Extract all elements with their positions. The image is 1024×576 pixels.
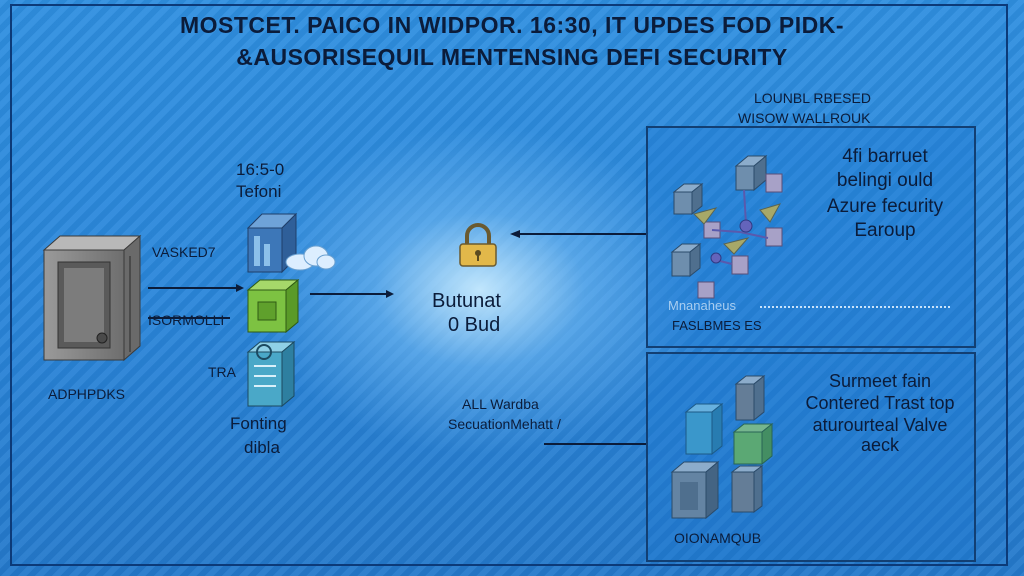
left-time-label: 16:5-0 <box>236 160 285 179</box>
center-label-line-2: 0 Bud <box>448 314 501 336</box>
panel-top-footer-1: Mnanaheus <box>668 298 736 313</box>
green-cube-icon <box>246 278 300 334</box>
title-line-1: MOSTCET. PAICO IN WIDPOR. 16:30, IT UPDE… <box>179 12 845 38</box>
vasked-label: VASKED7 <box>152 244 216 260</box>
panel-top-line-2: belingi ould <box>836 170 934 191</box>
panel-bottom-line-4: aeck <box>860 435 900 455</box>
panel-top-line-1: 4fi barruet <box>842 146 928 167</box>
left-sub-label: Tefoni <box>236 182 282 201</box>
isormolli-label: ISORMOLLI <box>148 312 225 328</box>
padlock-icon <box>459 223 497 267</box>
azure-cube-cluster-icon <box>670 154 783 299</box>
connector-arrows-left <box>148 284 394 319</box>
panel-bottom-footer: OIONAMQUB <box>674 530 762 546</box>
connector-arrow-top-panel <box>510 230 646 238</box>
panel-bottom-line-3: aturourteal Valve <box>812 415 948 435</box>
document-lock-icon <box>246 340 296 408</box>
azure-security-panel <box>646 126 976 348</box>
panel-bottom-line-1: Surmeet fain <box>828 371 932 391</box>
cloud-storage-icon <box>246 212 336 274</box>
panel-top-footer-2: FASLBMES ES <box>672 318 762 333</box>
title-line-2: &AUSORISEQUIL MENTENSING DEFI SECURITY <box>236 44 788 70</box>
panel-bottom-line-2: Contered Trast top <box>805 393 955 413</box>
diagram-frame <box>10 4 1008 566</box>
tra-label: TRA <box>208 364 236 380</box>
panel-top-line-3: Azure fecurity <box>826 196 944 217</box>
wardba-label: ALL Wardba <box>462 396 539 412</box>
secuation-label: SecuationMehatt / <box>448 416 561 432</box>
top-right-caption-line-2: WISOW WALLROUK <box>738 110 871 126</box>
center-label-line-1: Butunat <box>432 290 501 312</box>
top-right-caption-line-1: LOUNBL RBESED <box>754 90 871 106</box>
panel-top-dotted-line <box>760 306 950 308</box>
server-cube-cluster-icon <box>670 374 774 520</box>
fonting-label: Fonting <box>230 414 287 433</box>
bottom-security-panel <box>646 352 976 562</box>
dibla-label: dibla <box>244 438 280 457</box>
server-rack-icon <box>42 234 142 362</box>
panel-top-line-4: Earoup <box>854 220 916 241</box>
server-label: ADPHPDKS <box>48 386 126 402</box>
